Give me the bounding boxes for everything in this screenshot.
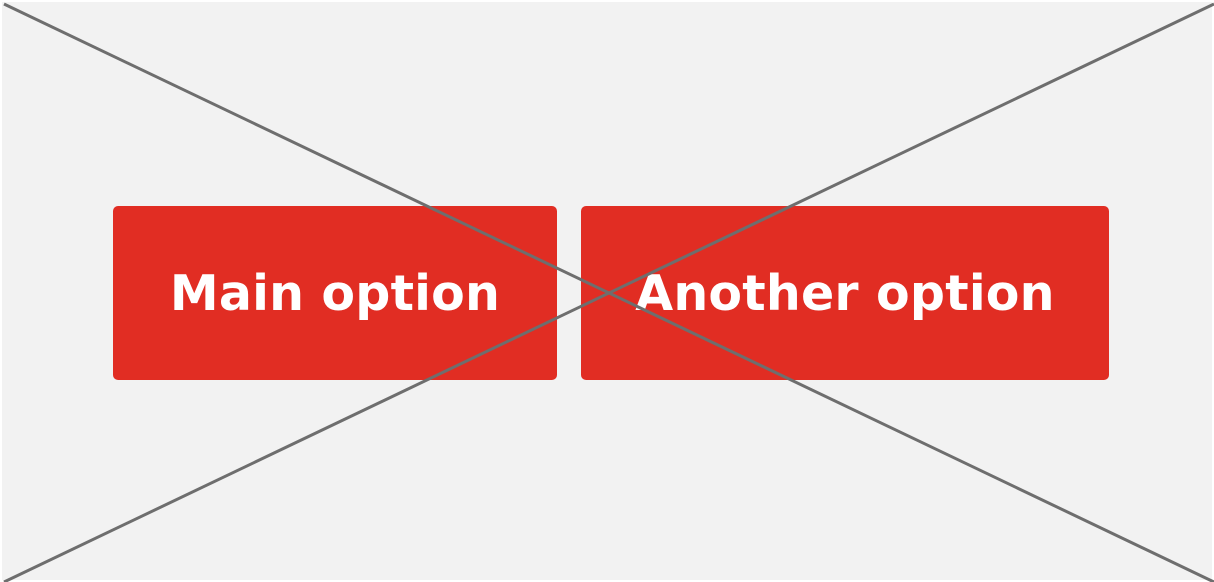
main-option-button[interactable]: Main option	[113, 206, 557, 380]
another-option-label: Another option	[635, 264, 1055, 322]
another-option-button[interactable]: Another option	[581, 206, 1109, 380]
main-option-label: Main option	[169, 264, 501, 322]
